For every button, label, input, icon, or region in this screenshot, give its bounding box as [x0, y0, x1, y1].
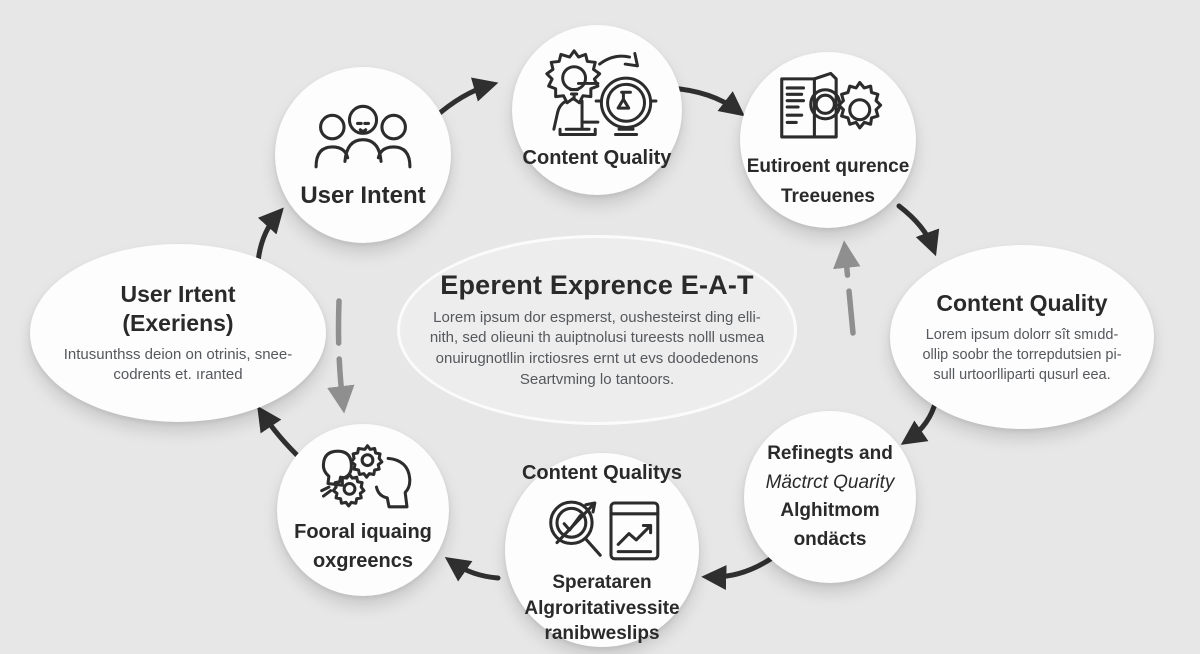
center-title: Eperent Exprence E-A-T	[440, 269, 754, 300]
node-user-intent-left: User Irtent (Exeriens) Intusunthss deion…	[30, 244, 326, 422]
arrow-gray-up-right	[833, 240, 861, 336]
arrow-gray-down-left	[327, 298, 355, 414]
node-title: Fooral iquaing oxgreencs	[294, 521, 432, 572]
arrow-bottomcenter-to-bottomleft	[444, 556, 501, 582]
arrow-bottomright-to-bottomcenter	[701, 555, 775, 590]
users-icon	[314, 104, 412, 169]
arrow-bottomleft-to-left	[257, 405, 304, 462]
node-title: Content Qualitys	[521, 462, 682, 485]
node-body: Lorem ipsum dolorr sît smıdd- ollip soob…	[922, 326, 1122, 383]
node-content-qualitys: Content Qualitys Sperataren Algroritativ…	[505, 453, 699, 647]
idea-gear-magnifier-icon	[545, 48, 658, 136]
node-user-intent: User Intent	[275, 67, 451, 243]
heads-gears-icon	[320, 444, 412, 509]
arrow-left-to-topleft	[255, 207, 284, 265]
node-title: Content Quality	[936, 290, 1108, 317]
center-node-eat: Eperent Exprence E-A-T Lorem ipsum dor e…	[397, 235, 797, 425]
node-expertise: Eutiroent qurence Treeuenes	[740, 52, 916, 228]
node-title: User Intent	[300, 182, 426, 209]
arrow-right-to-bottomright	[900, 397, 939, 445]
node-subtitle: Sperataren Algroritativessite ranibwesli…	[524, 572, 680, 645]
node-feedback: Fooral iquaing oxgreencs	[277, 424, 449, 596]
node-title: Eutiroent qurence Treeuenes	[746, 155, 910, 207]
node-title: User Irtent (Exeriens)	[120, 281, 236, 336]
center-body: Lorem ipsum dor espmerst, oushesteirst d…	[429, 308, 765, 388]
arrow-topleft-to-topcenter	[431, 77, 499, 121]
search-check-chart-icon	[549, 500, 660, 561]
document-magnifier-gear-icon	[780, 71, 883, 139]
node-title: Refinegts and Mäctrct Quarity Alghitmom …	[765, 443, 895, 550]
node-content-quality-right: Content Quality Lorem ipsum dolorr sît s…	[890, 245, 1154, 429]
arrow-topright-to-right	[896, 203, 940, 257]
node-content-quality-top: Content Quality	[512, 25, 682, 195]
node-body: Intusunthss deion on otrinis, snee- codr…	[63, 345, 293, 384]
node-title: Content Quality	[522, 146, 672, 169]
node-refinements: Refinegts and Mäctrct Quarity Alghitmom …	[744, 411, 916, 583]
